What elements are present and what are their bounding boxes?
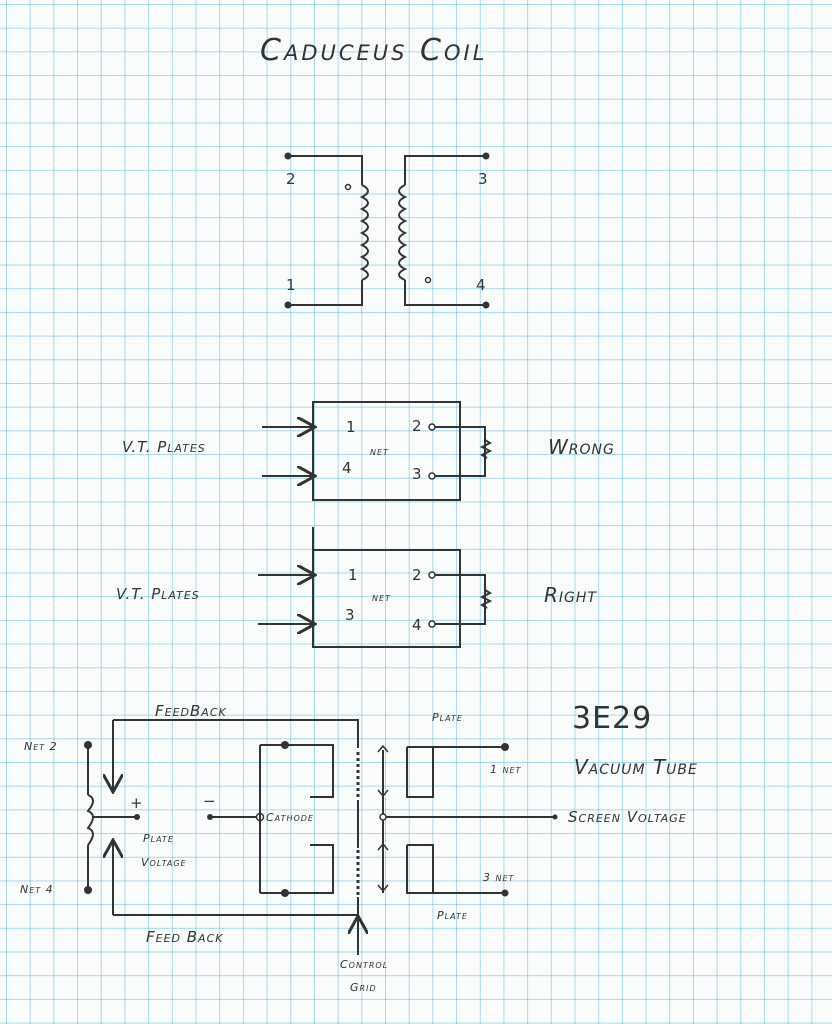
- wrong-net-label: net: [370, 445, 389, 458]
- feedback-top-label: FeedBack: [155, 702, 227, 720]
- control-grid-label-1: Control: [340, 958, 388, 971]
- coil-terminal-3: 3: [478, 170, 489, 188]
- plate-top-label: Plate: [432, 711, 463, 724]
- right-verdict: Right: [544, 583, 597, 607]
- right-terminal-3: 3: [345, 606, 356, 624]
- wrong-terminal-1: 1: [346, 418, 357, 436]
- plate-bottom-label: Plate: [437, 909, 468, 922]
- wrong-terminal-2: 2: [412, 417, 423, 435]
- wrong-terminal-4: 4: [342, 459, 353, 477]
- tube-circuit: [84, 719, 558, 955]
- wrong-vt-plates-label: V.T. Plates: [122, 438, 206, 456]
- coil-terminal-2: 2: [286, 170, 297, 188]
- right-net-label: net: [372, 591, 391, 604]
- tube-model-label: 3E29: [572, 701, 652, 736]
- right-vt-plates-label: V.T. Plates: [116, 585, 200, 603]
- coil-terminal-1: 1: [286, 276, 297, 294]
- wrong-terminal-3: 3: [412, 465, 423, 483]
- right-terminal-1: 1: [348, 566, 359, 584]
- plate-voltage-label-2: Voltage: [141, 856, 187, 869]
- net-2-label: Net 2: [24, 740, 58, 753]
- net-3-label: 3 net: [483, 871, 515, 884]
- right-wiring-diagram: [258, 527, 493, 648]
- coil-terminal-4: 4: [476, 276, 487, 294]
- minus-sign: −: [203, 792, 217, 810]
- caduceus-coil-symbol: [284, 152, 490, 309]
- cathode-label: Cathode: [266, 811, 314, 824]
- net-1-label: 1 net: [490, 763, 522, 776]
- diagram-title: Caduceus Coil: [260, 33, 487, 68]
- right-terminal-2: 2: [412, 566, 423, 584]
- vacuum-tube-label: Vacuum Tube: [574, 755, 698, 779]
- right-terminal-4: 4: [412, 616, 423, 634]
- control-grid-label-2: Grid: [350, 981, 377, 994]
- screen-voltage-label: Screen Voltage: [568, 808, 687, 826]
- plate-voltage-label-1: Plate: [143, 832, 174, 845]
- wrong-wiring-diagram: [262, 401, 493, 501]
- feedback-bottom-label: Feed Back: [146, 928, 223, 946]
- net-4-label: Net 4: [20, 883, 54, 896]
- wrong-verdict: Wrong: [548, 435, 615, 459]
- plus-sign: +: [130, 794, 144, 812]
